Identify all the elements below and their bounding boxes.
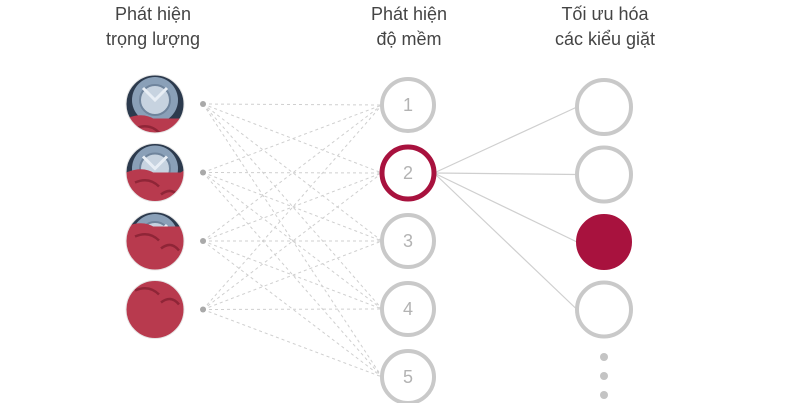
dashed-connection	[202, 103, 383, 106]
solid-connection	[433, 106, 578, 174]
laundry-top-wave	[126, 169, 184, 181]
softness-node-number: 5	[403, 367, 413, 387]
drum-rim	[125, 280, 185, 339]
dashed-connection	[202, 103, 383, 310]
dashed-connection	[202, 172, 383, 242]
softness-node-number: 3	[403, 231, 413, 251]
softness-node-4	[380, 281, 436, 337]
drum-rim	[125, 143, 185, 202]
column-title-weight: Phát hiện trọng lượng	[68, 2, 238, 52]
drum-full-laundry-icon	[125, 280, 185, 339]
dashed-connection	[202, 172, 383, 174]
weight-nodes	[125, 74, 206, 339]
softness-node-5	[380, 349, 436, 403]
dashed-connection	[202, 309, 383, 378]
softness-to-wash-connections	[433, 106, 578, 310]
dashed-connection	[202, 103, 383, 242]
dashed-connection	[202, 103, 383, 378]
column-title-weight-line1: Phát hiện	[114, 4, 192, 24]
more-options-ellipsis-icon	[600, 353, 608, 399]
wash-node	[575, 280, 633, 339]
softness-node-1	[380, 77, 436, 133]
dashed-connection	[202, 172, 383, 310]
drum-rim	[125, 211, 185, 271]
softness-node-number: 2	[403, 163, 413, 183]
drum-with-little-laundry-icon	[125, 74, 185, 134]
dashed-connection	[202, 104, 383, 242]
laundry-top-wave	[126, 223, 184, 235]
weight-to-softness-connections	[202, 103, 383, 378]
laundry-top-wave	[126, 280, 184, 289]
softness-nodes: 1 2 3 4 5	[379, 77, 437, 403]
column-title-wash: Tối ưu hóa các kiểu giặt	[520, 2, 690, 52]
solid-connection	[433, 172, 578, 310]
laundry-fold	[134, 233, 180, 252]
connector-dot	[200, 238, 206, 244]
dashed-connection	[202, 103, 383, 174]
dashed-connection	[202, 240, 383, 378]
column-title-softness-line1: Phát hiện	[370, 4, 448, 24]
connector-dot	[200, 169, 206, 176]
column-title-softness-line2: độ mềm	[376, 29, 442, 49]
drum-rim	[125, 74, 185, 134]
drum-paddle	[141, 86, 169, 103]
ellipsis-dot	[600, 353, 608, 361]
solid-connection	[433, 172, 578, 176]
softness-node-number: 1	[403, 95, 413, 115]
dashed-connection	[202, 104, 383, 173]
dashed-connection	[202, 240, 383, 310]
drum-mostly-full-laundry-icon	[125, 211, 185, 271]
dashed-connection	[202, 240, 383, 310]
connector-dot	[200, 101, 206, 107]
ellipsis-dot	[600, 391, 608, 399]
column-title-weight-line2: trọng lượng	[106, 29, 200, 49]
wash-node	[576, 214, 632, 270]
softness-node-3	[380, 213, 436, 269]
softness-node-2	[379, 144, 437, 202]
laundry-fill	[126, 226, 184, 270]
ellipsis-dot	[600, 372, 608, 380]
wash-node	[575, 78, 633, 136]
laundry-top-wave	[126, 115, 184, 127]
column-title-wash-line1: Tối ưu hóa	[561, 4, 649, 24]
solid-connection	[433, 172, 578, 243]
column-title-wash-line2: các kiểu giặt	[554, 29, 656, 49]
dashed-connection	[202, 172, 383, 242]
softness-node-number: 4	[403, 299, 413, 319]
dashed-connection	[202, 308, 383, 310]
drum-paddle	[141, 155, 169, 171]
connector-dot	[200, 306, 206, 313]
laundry-fold	[134, 287, 180, 306]
column-title-softness: Phát hiện độ mềm	[324, 2, 494, 52]
dashed-connection	[202, 172, 383, 310]
wash-node	[575, 145, 633, 204]
wash-nodes	[575, 78, 633, 339]
